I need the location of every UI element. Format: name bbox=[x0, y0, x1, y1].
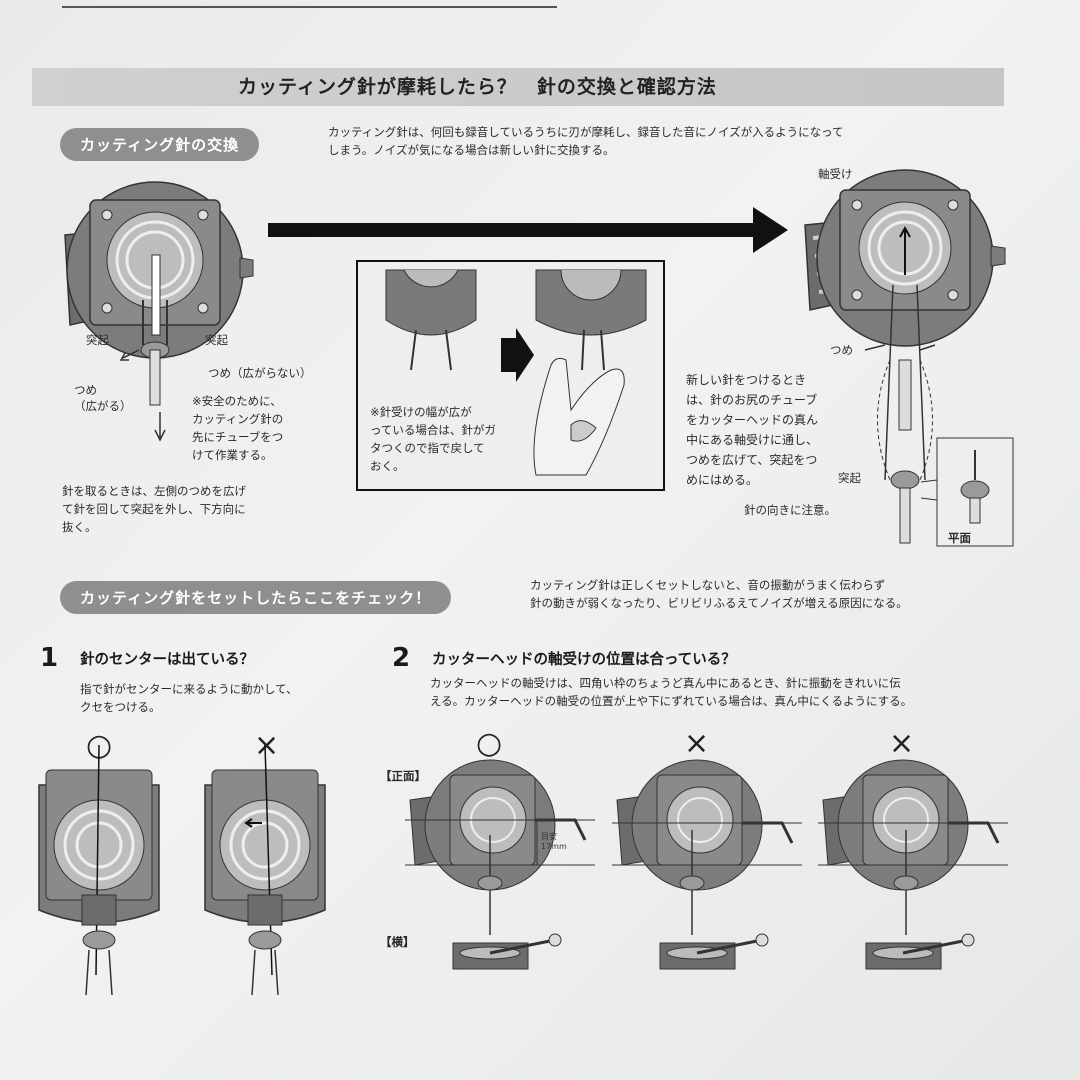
check2-ng-diagram-2 bbox=[818, 759, 1008, 970]
check2-number: 2 bbox=[392, 643, 411, 673]
section1-intro: カッティング針は、何回も録音しているうちに刃が摩耗し、録音した音にノイズが入るよ… bbox=[328, 125, 844, 157]
check2-ng-mark-2: × bbox=[889, 726, 915, 761]
page-title: カッティング針が摩耗したら？ 針の交換と確認方法 bbox=[238, 76, 717, 98]
label-claw-right: つめ bbox=[830, 343, 853, 357]
inset-finger-illustration bbox=[356, 260, 665, 491]
check1-title: 針のセンターは出ている？ bbox=[80, 652, 254, 668]
big-arrow-icon bbox=[268, 207, 788, 253]
check2-desc: カッターヘッドの軸受けは、四角い枠のちょうど真ん中にあるとき、針に振動をきれいに… bbox=[430, 676, 913, 708]
check1-ok-diagram bbox=[38, 744, 160, 996]
label-needle-direction: 針の向きに注意。 bbox=[744, 503, 836, 517]
section-pill-needle-replacement: カッティング針の交換 bbox=[60, 128, 260, 161]
remove-note: 針を取るときは、左側のつめを広げ て針を回して突起を外し、下方向に 抜く。 bbox=[62, 484, 246, 534]
side-view-label: 【横】 bbox=[380, 935, 415, 949]
section2-intro: カッティング針は正しくセットしないと、音の振動がうまく伝わらず 針の動きが弱くな… bbox=[530, 578, 908, 610]
title-banner bbox=[32, 68, 1004, 106]
label-protrusion-left: 突起 bbox=[86, 333, 109, 347]
check2-ng-diagram-1 bbox=[612, 759, 802, 970]
label-protrusion-bottom: 突起 bbox=[838, 471, 861, 485]
cutter-head-diagram-right bbox=[804, 169, 1014, 547]
safety-note: ※安全のために、 カッティング針の 先にチューブをつ けて作業する。 bbox=[192, 394, 284, 462]
section-pill-check: カッティング針をセットしたらここをチェック！ bbox=[60, 581, 452, 614]
check2-title: カッターヘッドの軸受けの位置は合っている？ bbox=[432, 652, 736, 668]
label-bearing: 軸受け bbox=[818, 167, 853, 181]
inset-note: ※針受けの幅が広が っている場合は、針がガ タつくので指で戻して おく。 bbox=[370, 405, 496, 473]
check2-ok-diagram bbox=[405, 759, 595, 970]
cutter-head-diagram-left bbox=[64, 181, 254, 442]
check2-ng-mark-1: × bbox=[684, 726, 710, 761]
label-claw-open: つめ （広がる） bbox=[74, 383, 132, 413]
check1-ng-diagram bbox=[204, 744, 326, 996]
check2-ok-mark: ○ bbox=[476, 726, 503, 761]
label-protrusion-right: 突起 bbox=[205, 333, 228, 347]
ng-mark: × bbox=[254, 728, 280, 763]
check1-number: 1 bbox=[40, 643, 59, 673]
label-flat: 平面 bbox=[948, 531, 971, 545]
check1-desc: 指で針がセンターに来るように動かして、 クセをつける。 bbox=[80, 682, 298, 714]
top-rule bbox=[62, 0, 557, 8]
front-view-label: 【正面】 bbox=[380, 769, 426, 783]
measure-label: 目安 17mm bbox=[541, 832, 567, 851]
new-needle-note: 新しい針をつけるとき は、針のお尻のチューブ をカッターヘッドの真ん 中にある軸… bbox=[686, 373, 819, 487]
label-claw-not-open: つめ（広がらない） bbox=[208, 366, 312, 380]
